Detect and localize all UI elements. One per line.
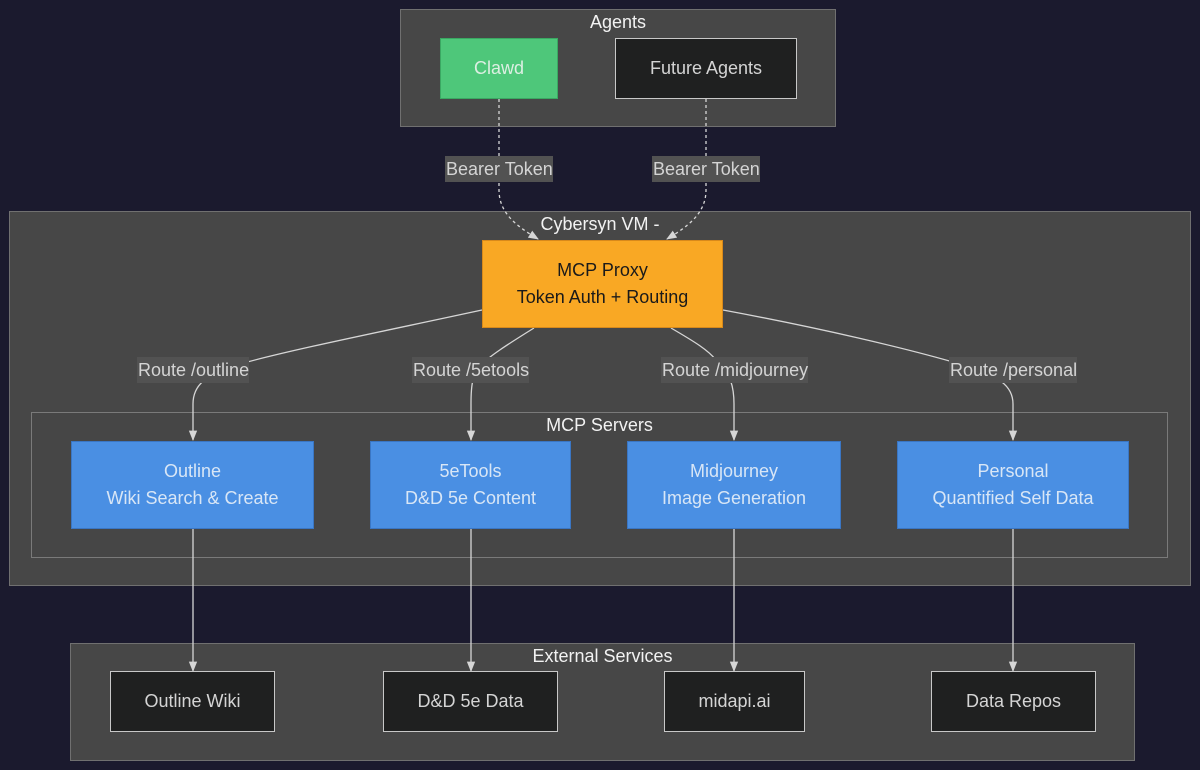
dnd-data-node[interactable]: D&D 5e Data — [383, 671, 558, 732]
dnd-data-label: D&D 5e Data — [417, 691, 524, 711]
5etools-server-node[interactable]: 5eTools D&D 5e Content — [370, 441, 571, 529]
midapi-node[interactable]: midapi.ai — [664, 671, 805, 732]
agents-cluster-title: Agents — [589, 12, 647, 32]
mcp-servers-cluster-title: MCP Servers — [546, 415, 653, 435]
data-repos-label: Data Repos — [965, 691, 1062, 711]
edge-future-agents-to-proxy — [666, 99, 707, 240]
5etools-server-title: 5eTools — [439, 461, 502, 481]
outline-server-node[interactable]: Outline Wiki Search & Create — [71, 441, 314, 529]
edge-proxy-to-outline — [188, 309, 483, 442]
midjourney-server-title: Midjourney — [689, 461, 779, 481]
future-agents-node[interactable]: Future Agents — [615, 38, 797, 99]
personal-server-node[interactable]: Personal Quantified Self Data — [897, 441, 1129, 529]
5etools-server-subtitle: D&D 5e Content — [404, 488, 537, 508]
personal-server-title: Personal — [977, 461, 1049, 481]
future-agents-label: Future Agents — [649, 58, 763, 78]
clawd-label: Clawd — [473, 58, 525, 78]
cybersyn-vm-cluster-title: Cybersyn VM - — [540, 214, 660, 234]
mcp-proxy-node[interactable]: MCP Proxy Token Auth + Routing — [482, 240, 723, 328]
bearer-token-label-future-agents: Bearer Token — [652, 156, 760, 182]
edge-proxy-to-5etools — [466, 327, 535, 442]
route-outline-label: Route /outline — [137, 357, 249, 383]
route-5etools-label: Route /5etools — [412, 357, 529, 383]
midjourney-server-subtitle: Image Generation — [661, 488, 807, 508]
route-personal-label: Route /personal — [949, 357, 1077, 383]
route-midjourney-label: Route /midjourney — [661, 357, 808, 383]
edge-proxy-to-midjourney — [670, 327, 739, 442]
external-services-cluster-title: External Services — [532, 646, 673, 666]
bearer-token-label-clawd: Bearer Token — [445, 156, 553, 182]
outline-server-title: Outline — [163, 461, 222, 481]
edge-clawd-to-proxy — [498, 99, 539, 240]
outline-server-subtitle: Wiki Search & Create — [106, 488, 279, 508]
edge-proxy-to-personal — [722, 309, 1018, 442]
data-repos-node[interactable]: Data Repos — [931, 671, 1096, 732]
outline-wiki-node[interactable]: Outline Wiki — [110, 671, 275, 732]
midjourney-server-node[interactable]: Midjourney Image Generation — [627, 441, 841, 529]
outline-wiki-label: Outline Wiki — [144, 691, 241, 711]
mcp-proxy-title: MCP Proxy — [557, 260, 648, 280]
mcp-proxy-subtitle: Token Auth + Routing — [516, 287, 689, 307]
midapi-label: midapi.ai — [698, 691, 771, 711]
personal-server-subtitle: Quantified Self Data — [932, 488, 1094, 508]
clawd-node[interactable]: Clawd — [440, 38, 558, 99]
